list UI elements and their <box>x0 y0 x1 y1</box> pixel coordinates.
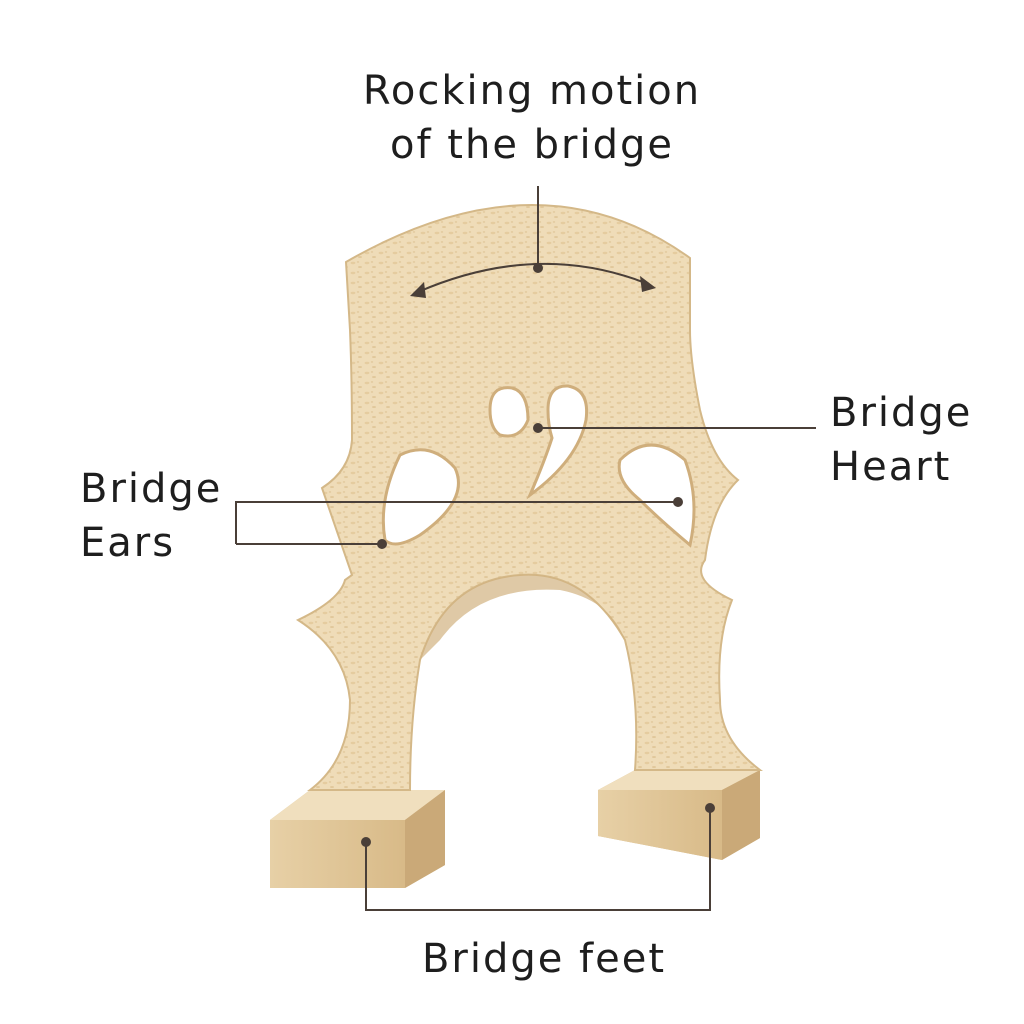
rocking-motion-line1: Rocking motion <box>362 68 702 114</box>
bridge-ears-shape <box>381 443 696 548</box>
bridge-ears-line2: Ears <box>80 520 176 566</box>
callout-ears <box>235 497 683 549</box>
bridge-heart-shape <box>488 384 589 500</box>
bridge-heart-line1: Bridge <box>830 390 973 436</box>
rocking-motion-line2: of the bridge <box>390 122 674 168</box>
bridge-heart-line2: Heart <box>830 444 952 490</box>
rocking-motion-label: Rocking motion of the bridge <box>312 64 752 172</box>
bridge-feet-shape <box>270 770 760 888</box>
bridge-ears-label: Bridge Ears <box>80 462 222 570</box>
callout-feet <box>361 803 715 911</box>
bridge-feet-line1: Bridge feet <box>421 936 667 982</box>
bridge-ears-line1: Bridge <box>80 466 223 512</box>
callout-rocking <box>533 186 543 273</box>
callout-heart <box>533 423 816 433</box>
bridge-feet-label: Bridge feet <box>324 932 764 986</box>
bridge-heart-label: Bridge Heart <box>830 386 972 494</box>
